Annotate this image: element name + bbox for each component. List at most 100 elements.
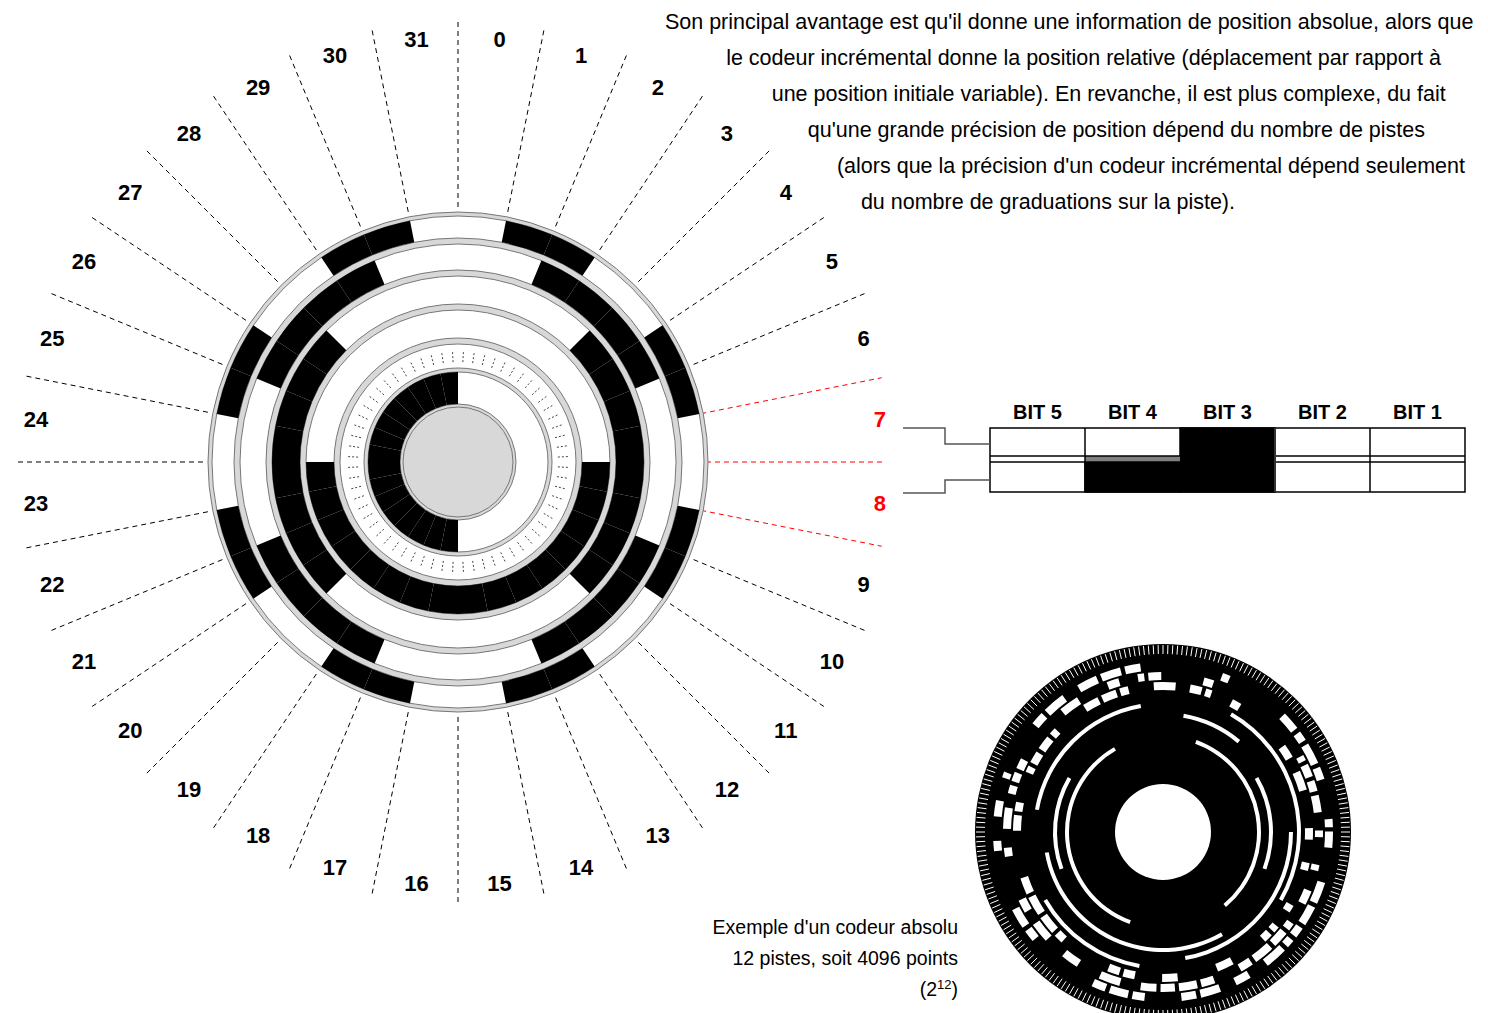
photo-tick [1186, 647, 1187, 656]
photo-code-mark [1313, 767, 1325, 781]
photo-tick [1339, 803, 1348, 804]
tick-mark [555, 435, 567, 438]
photo-code-mark [1263, 945, 1285, 966]
position-number: 22 [40, 574, 64, 596]
photo-tick [979, 798, 988, 800]
tick-mark [368, 522, 378, 529]
tick-mark [346, 456, 358, 458]
sector-line [694, 294, 865, 365]
code-segment [364, 669, 414, 703]
tick-mark [501, 552, 506, 563]
photo-track-arc [1053, 777, 1071, 870]
photo-tick [1244, 991, 1248, 999]
photo-code-mark [1101, 690, 1118, 703]
tick-mark [383, 536, 391, 545]
sector-line [458, 717, 459, 902]
bit-header: BIT 3 [1203, 402, 1252, 422]
code-segment [604, 391, 640, 431]
photo-code-mark [1163, 682, 1176, 691]
photo-tick [1045, 970, 1051, 977]
photo-tick [1315, 734, 1323, 739]
photo-code-mark [1028, 894, 1045, 915]
photo-tick [1091, 996, 1094, 1004]
photo-tick [1334, 883, 1343, 886]
photo-hole [1115, 784, 1211, 880]
photo-tick [1271, 973, 1276, 980]
table-rule [990, 461, 1465, 463]
sector-line [26, 376, 207, 412]
photo-code-mark [1107, 964, 1121, 975]
photo-tick [1139, 1008, 1140, 1013]
photo-tick [1312, 929, 1320, 934]
table-rule [1369, 428, 1371, 492]
photo-tick [1248, 988, 1252, 996]
photo-tick [990, 760, 998, 763]
position-number: 3 [721, 123, 733, 145]
code-segment [306, 462, 336, 492]
photo-tick [1319, 743, 1327, 747]
tick-mark [492, 556, 496, 567]
photo-tick [1024, 951, 1031, 957]
photo-tick [994, 909, 1002, 913]
encoder-photo-disk [975, 644, 1351, 1013]
photo-tick [1101, 1000, 1104, 1008]
tick-mark [362, 404, 372, 410]
photo-tick [1260, 675, 1265, 683]
photo-tick [1329, 896, 1337, 899]
photo-code-mark [1140, 982, 1156, 991]
code-segment [272, 462, 303, 498]
tick-mark [420, 556, 424, 567]
photo-tick [1218, 1001, 1221, 1010]
sector-line [638, 151, 769, 282]
photo-code-mark [1307, 780, 1318, 793]
position-number: 20 [118, 720, 142, 742]
track [286, 290, 630, 634]
tick-mark [452, 350, 454, 362]
photo-tick [1341, 827, 1350, 828]
photo-tick [992, 756, 1000, 760]
photo-tick [1286, 961, 1292, 968]
tick-mark [442, 561, 444, 573]
photo-tick [985, 774, 994, 777]
position-number: 24 [24, 409, 48, 431]
photo-tick [1034, 696, 1040, 703]
code-segment [458, 584, 488, 614]
position-number: 25 [40, 328, 64, 350]
tick-mark [473, 561, 475, 573]
photo-code-mark [1154, 682, 1163, 690]
photo-tick [1027, 955, 1034, 961]
photo-tick [1218, 654, 1221, 663]
photo-tick [1312, 730, 1320, 735]
photo-tick [1341, 841, 1350, 842]
photo-tick [1087, 995, 1091, 1003]
track-edge [364, 368, 552, 556]
photo-code-mark [1199, 984, 1221, 997]
photo-tick [1252, 670, 1257, 678]
tick-mark [538, 522, 548, 529]
track-edge [340, 344, 576, 580]
photo-tick [1105, 1001, 1108, 1010]
photo-tick [1337, 869, 1346, 871]
photo-tick [1268, 681, 1273, 688]
photo-code-mark [1215, 957, 1234, 971]
photo-tick [1129, 1007, 1131, 1013]
black-cell [1180, 428, 1275, 492]
photo-tick [1119, 650, 1121, 659]
photo-tick [1307, 722, 1314, 727]
photo-code-mark [1268, 922, 1278, 932]
photo-tick [1134, 1008, 1135, 1013]
photo-tick [1332, 774, 1341, 777]
photo-tick [1082, 993, 1086, 1001]
photo-tick [1336, 788, 1345, 790]
photo-code-mark [1290, 924, 1303, 937]
photo-tick [1341, 822, 1350, 823]
bit-header: BIT 4 [1108, 402, 1157, 422]
photo-tick [1339, 808, 1348, 809]
photo-tick [1148, 1009, 1150, 1013]
photo-tick [1167, 645, 1168, 654]
photo-code-mark [1189, 685, 1202, 695]
bit-table [903, 428, 1465, 493]
tick-mark [538, 395, 548, 402]
tick-mark [552, 496, 563, 500]
track-edge [368, 372, 548, 552]
